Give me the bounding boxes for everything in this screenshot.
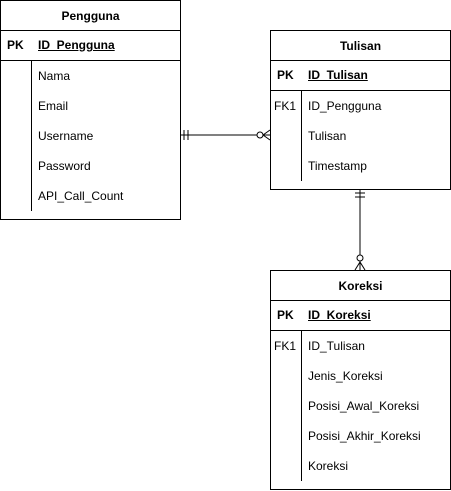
attribute-list: FK1 ID_Pengguna Tulisan Timestamp	[271, 91, 450, 181]
attribute-name: Koreksi	[308, 459, 349, 473]
crows-foot-mark	[359, 261, 366, 271]
primary-key-row: PK ID_Pengguna	[1, 31, 180, 61]
attribute-row: Tulisan	[271, 121, 450, 151]
entity-title: Pengguna	[1, 1, 180, 31]
relationship-pengguna-tulisan[interactable]	[181, 129, 271, 141]
pk-attribute: ID_Koreksi	[308, 308, 371, 322]
attribute-row: Jenis_Koreksi	[271, 361, 450, 391]
attribute-name: ID_Pengguna	[308, 99, 382, 113]
key-column-divider	[301, 91, 302, 181]
pk-label: PK	[7, 38, 24, 52]
attribute-row: Timestamp	[271, 151, 450, 181]
attribute-name: Nama	[38, 69, 71, 83]
attribute-row: FK1 ID_Tulisan	[271, 331, 450, 361]
entity-koreksi[interactable]: Koreksi PK ID_Koreksi FK1 ID_Tulisan Jen…	[270, 270, 451, 490]
primary-key-row: PK ID_Koreksi	[271, 301, 450, 331]
entity-title: Tulisan	[271, 31, 450, 61]
attribute-name: Email	[38, 99, 69, 113]
pk-label: PK	[277, 68, 294, 82]
attribute-name: Jenis_Koreksi	[308, 369, 383, 383]
crows-foot-mark	[262, 129, 271, 136]
attribute-row: Email	[1, 91, 180, 121]
crows-foot-mark	[354, 261, 361, 271]
zero-optional-mark	[356, 254, 364, 262]
fk-label: FK1	[274, 339, 297, 353]
relationship-tulisan-koreksi[interactable]	[354, 190, 366, 271]
attribute-row: Nama	[1, 61, 180, 91]
crows-foot-mark	[262, 134, 271, 141]
attribute-row: Posisi_Akhir_Koreksi	[271, 421, 450, 451]
zero-optional-mark	[256, 131, 264, 139]
attribute-list: Nama Email Username Password API_Call_Co…	[1, 61, 180, 211]
attribute-name: ID_Tulisan	[308, 339, 365, 353]
entity-tulisan[interactable]: Tulisan PK ID_Tulisan FK1 ID_Pengguna Tu…	[270, 30, 451, 190]
attribute-name: Timestamp	[308, 159, 367, 173]
fk-label: FK1	[274, 99, 297, 113]
primary-key-row: PK ID_Tulisan	[271, 61, 450, 91]
pk-attribute: ID_Tulisan	[308, 68, 368, 82]
attribute-row: FK1 ID_Pengguna	[271, 91, 450, 121]
entity-title: Koreksi	[271, 271, 450, 301]
attribute-row: Password	[1, 151, 180, 181]
attribute-name: Posisi_Awal_Koreksi	[308, 399, 420, 413]
attribute-row: Posisi_Awal_Koreksi	[271, 391, 450, 421]
attribute-row: API_Call_Count	[1, 181, 180, 211]
attribute-row: Username	[1, 121, 180, 151]
key-column-divider	[31, 61, 32, 211]
entity-pengguna[interactable]: Pengguna PK ID_Pengguna Nama Email Usern…	[0, 0, 181, 220]
attribute-name: Tulisan	[308, 129, 347, 143]
attribute-name: Username	[38, 129, 94, 143]
attribute-name: Password	[38, 159, 91, 173]
pk-attribute: ID_Pengguna	[38, 38, 115, 52]
attribute-row: Koreksi	[271, 451, 450, 481]
pk-label: PK	[277, 308, 294, 322]
attribute-name: Posisi_Akhir_Koreksi	[308, 429, 421, 443]
attribute-name: API_Call_Count	[38, 189, 124, 203]
key-column-divider	[301, 331, 302, 481]
attribute-list: FK1 ID_Tulisan Jenis_Koreksi Posisi_Awal…	[271, 331, 450, 481]
